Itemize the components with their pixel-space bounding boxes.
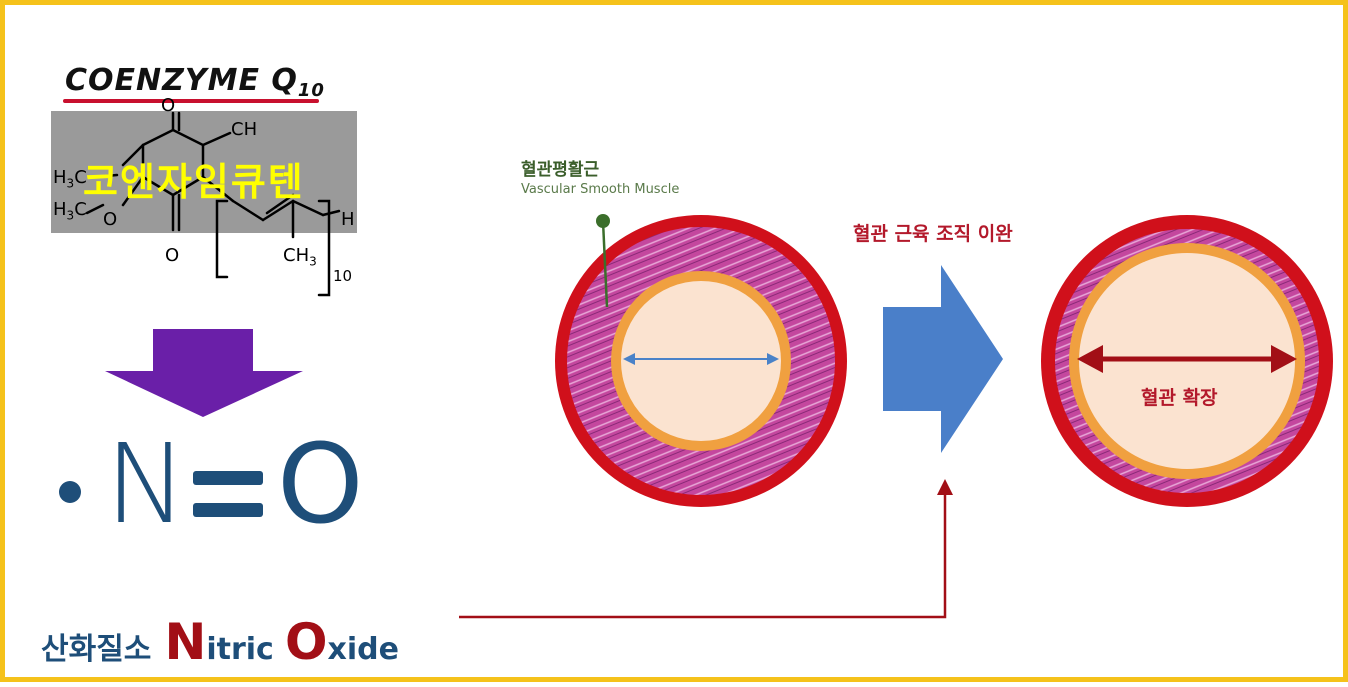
atom-o-bottom: O (165, 245, 180, 266)
vessel-contracted (555, 215, 847, 507)
letter-n: N (164, 613, 207, 671)
nitric-oxide-label: 산화질소 Nitric Oxide (41, 613, 399, 671)
atom-o-top: O (161, 95, 176, 116)
nitric-oxide-korean: 산화질소 (41, 632, 152, 667)
title-underline (63, 99, 319, 103)
xide-text: xide (327, 632, 399, 667)
atom-h3c-1: H3C (53, 167, 87, 191)
right-arrow-icon (883, 265, 1003, 453)
letter-o: O (284, 613, 328, 671)
atom-h3c-2: H3C (53, 199, 87, 223)
down-arrow-icon (105, 329, 303, 417)
coenzyme-title: COENZYME Q10 (65, 63, 325, 101)
atom-h-end: H (341, 209, 355, 230)
formula-n: N (105, 420, 188, 548)
relax-label: 혈관 근육 조직 이완 (853, 223, 1013, 245)
dilate-label: 혈관 확장 (1141, 387, 1218, 409)
repeat-count: 10 (333, 267, 353, 285)
vessel-diagram (459, 214, 1333, 619)
muscle-label-english: Vascular Smooth Muscle (521, 182, 680, 197)
molecule-structure (85, 111, 341, 297)
atom-o-left: O (103, 209, 118, 230)
radical-dot-icon (59, 481, 81, 503)
double-bond-top (193, 471, 263, 485)
itric-text: itric (206, 632, 274, 667)
coenzyme-korean-label: 코엔자임큐텐 (83, 160, 305, 204)
muscle-label-korean: 혈관평활근 (521, 160, 600, 180)
formula-o: O (277, 420, 364, 548)
double-bond-bottom (193, 503, 263, 517)
atom-ch3-chain: CH3 (283, 245, 317, 269)
vessel-dilated (1041, 215, 1333, 507)
atom-ch3-top: CH (231, 119, 258, 140)
